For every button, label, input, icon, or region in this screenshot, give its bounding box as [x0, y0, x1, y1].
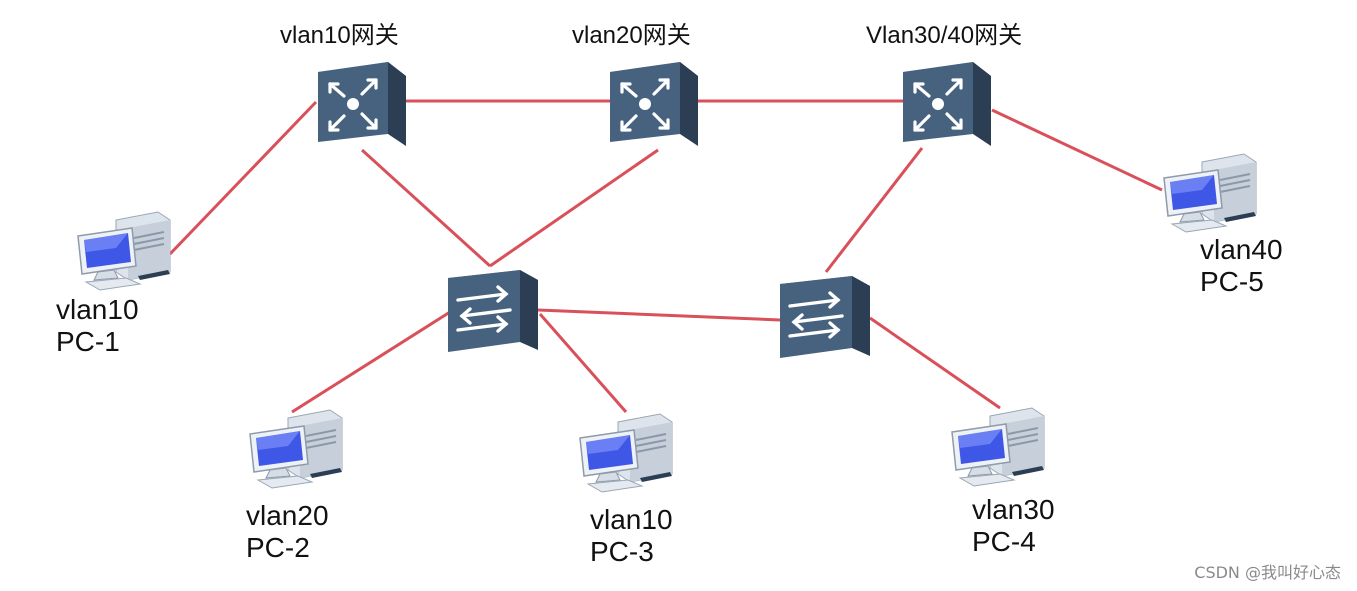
- pc-label: vlan20 PC-2: [246, 500, 329, 564]
- pc-icon: [1163, 153, 1257, 233]
- link-s1-pc2: [291, 310, 451, 414]
- pc-2: [248, 406, 344, 492]
- pc-name: PC-5: [1200, 266, 1264, 298]
- pc-vlan: vlan30: [972, 494, 1055, 525]
- pc-4: [950, 404, 1046, 490]
- pc-label: vlan40 PC-5: [1200, 234, 1283, 298]
- link-s1-s2: [537, 308, 781, 322]
- pc-name: PC-4: [972, 526, 1036, 558]
- layer3-switch-icon: [610, 62, 698, 146]
- link-r3-s2: [824, 147, 924, 273]
- pc-3: [578, 410, 674, 496]
- router-vlan20-gateway: [610, 58, 698, 148]
- switch-icon: [448, 270, 538, 352]
- router-label: vlan10网关: [280, 22, 399, 49]
- pc-icon: [951, 407, 1045, 487]
- router-label: vlan20网关: [572, 22, 691, 49]
- switch-icon: [780, 276, 870, 358]
- link-s2-pc4: [869, 316, 1001, 410]
- pc-vlan: vlan40: [1200, 234, 1283, 265]
- pc-5: [1162, 150, 1258, 236]
- pc-label: vlan10 PC-1: [56, 294, 139, 358]
- pc-label: vlan10 PC-3: [590, 504, 673, 568]
- link-r3-pc5: [991, 108, 1163, 192]
- pc-name: PC-2: [246, 532, 310, 564]
- pc-label: vlan30 PC-4: [972, 494, 1055, 558]
- pc-icon: [249, 409, 343, 489]
- layer3-switch-icon: [903, 62, 991, 146]
- pc-icon: [77, 211, 171, 291]
- link-r2-s1: [489, 148, 659, 268]
- router-label: Vlan30/40网关: [866, 22, 1023, 49]
- pc-vlan: vlan10: [590, 504, 673, 535]
- access-switch-2: [780, 272, 870, 362]
- link-r1-s1: [360, 148, 492, 268]
- access-switch-1: [448, 266, 538, 356]
- watermark: CSDN @我叫好心态: [1194, 563, 1341, 582]
- pc-name: PC-1: [56, 326, 120, 358]
- link-s1-pc3: [538, 313, 628, 413]
- pc-name: PC-3: [590, 536, 654, 568]
- pc-icon: [579, 413, 673, 493]
- link-r1-pc1: [168, 100, 318, 256]
- pc-1: [76, 208, 172, 294]
- router-vlan30-40-gateway: [903, 58, 991, 148]
- pc-vlan: vlan10: [56, 294, 139, 325]
- pc-vlan: vlan20: [246, 500, 329, 531]
- layer3-switch-icon: [318, 62, 406, 146]
- router-vlan10-gateway: [318, 58, 406, 148]
